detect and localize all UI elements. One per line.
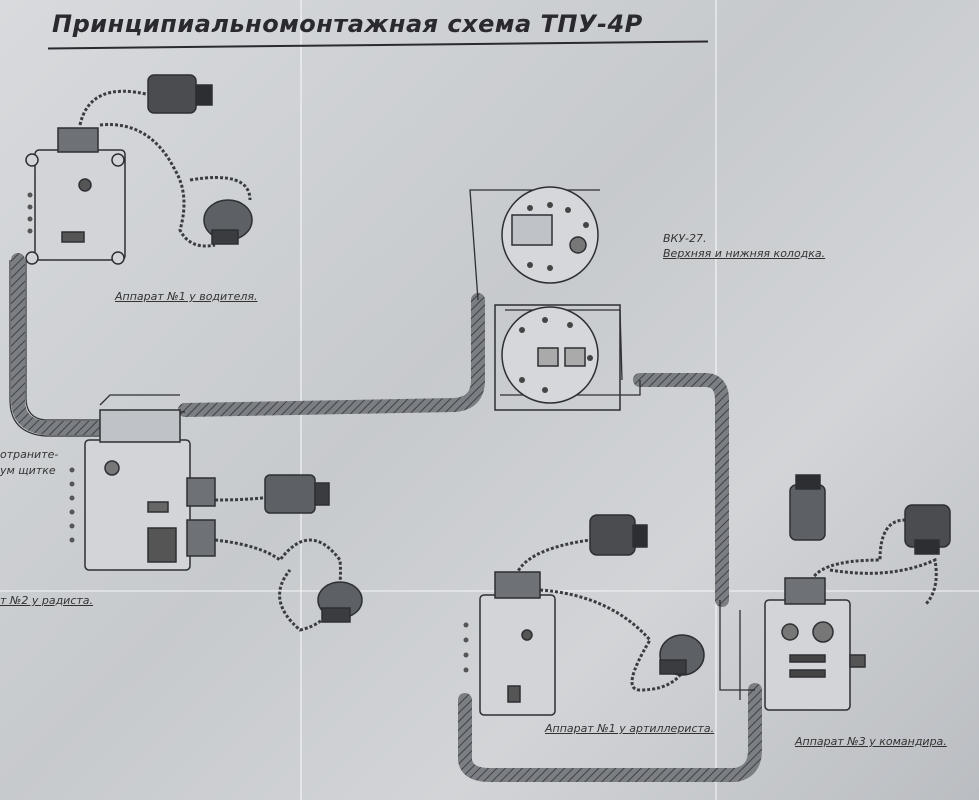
plug-gunner-side — [659, 634, 705, 676]
apparatus-driver — [25, 127, 126, 265]
plug-driver-side — [203, 199, 253, 245]
driver-apparatus-label: Аппарат №1 у водителя. — [115, 290, 258, 303]
main-cable — [11, 253, 762, 782]
apparatus-commander — [764, 577, 866, 711]
vku-sub-label: Верхняя и нижняя колодка. — [663, 247, 826, 260]
radio-apparatus-label: т №2 у радиста. — [0, 594, 94, 607]
apparatus-radio — [69, 409, 216, 571]
diagram-title: Принципиальномонтажная схема ТПУ-4Р — [52, 10, 643, 38]
vku-lower-block — [494, 304, 621, 411]
plug-radio-bottom — [317, 581, 363, 623]
commander-apparatus-label: Аппарат №3 у командира. — [795, 735, 947, 748]
vku-label: ВКУ-27. — [663, 232, 707, 245]
plug-radio-right — [264, 474, 330, 514]
cable-outline — [9, 260, 110, 437]
paper-fold — [0, 590, 979, 592]
vku-upper-block — [501, 186, 599, 284]
plug-gunner-top — [589, 514, 648, 556]
limiter-label-2: ум щитке — [0, 464, 56, 477]
phone-cords — [78, 89, 938, 692]
plug-commander-top — [789, 474, 826, 541]
plug-driver-top — [147, 74, 213, 114]
gunner-apparatus-label: Аппарат №1 у артиллериста. — [545, 722, 715, 735]
plug-commander-side — [904, 504, 951, 555]
thin-wires — [99, 189, 755, 700]
apparatus-gunner — [463, 571, 556, 716]
paper-fold — [300, 0, 302, 800]
limiter-label-1: отраните- — [0, 448, 59, 461]
